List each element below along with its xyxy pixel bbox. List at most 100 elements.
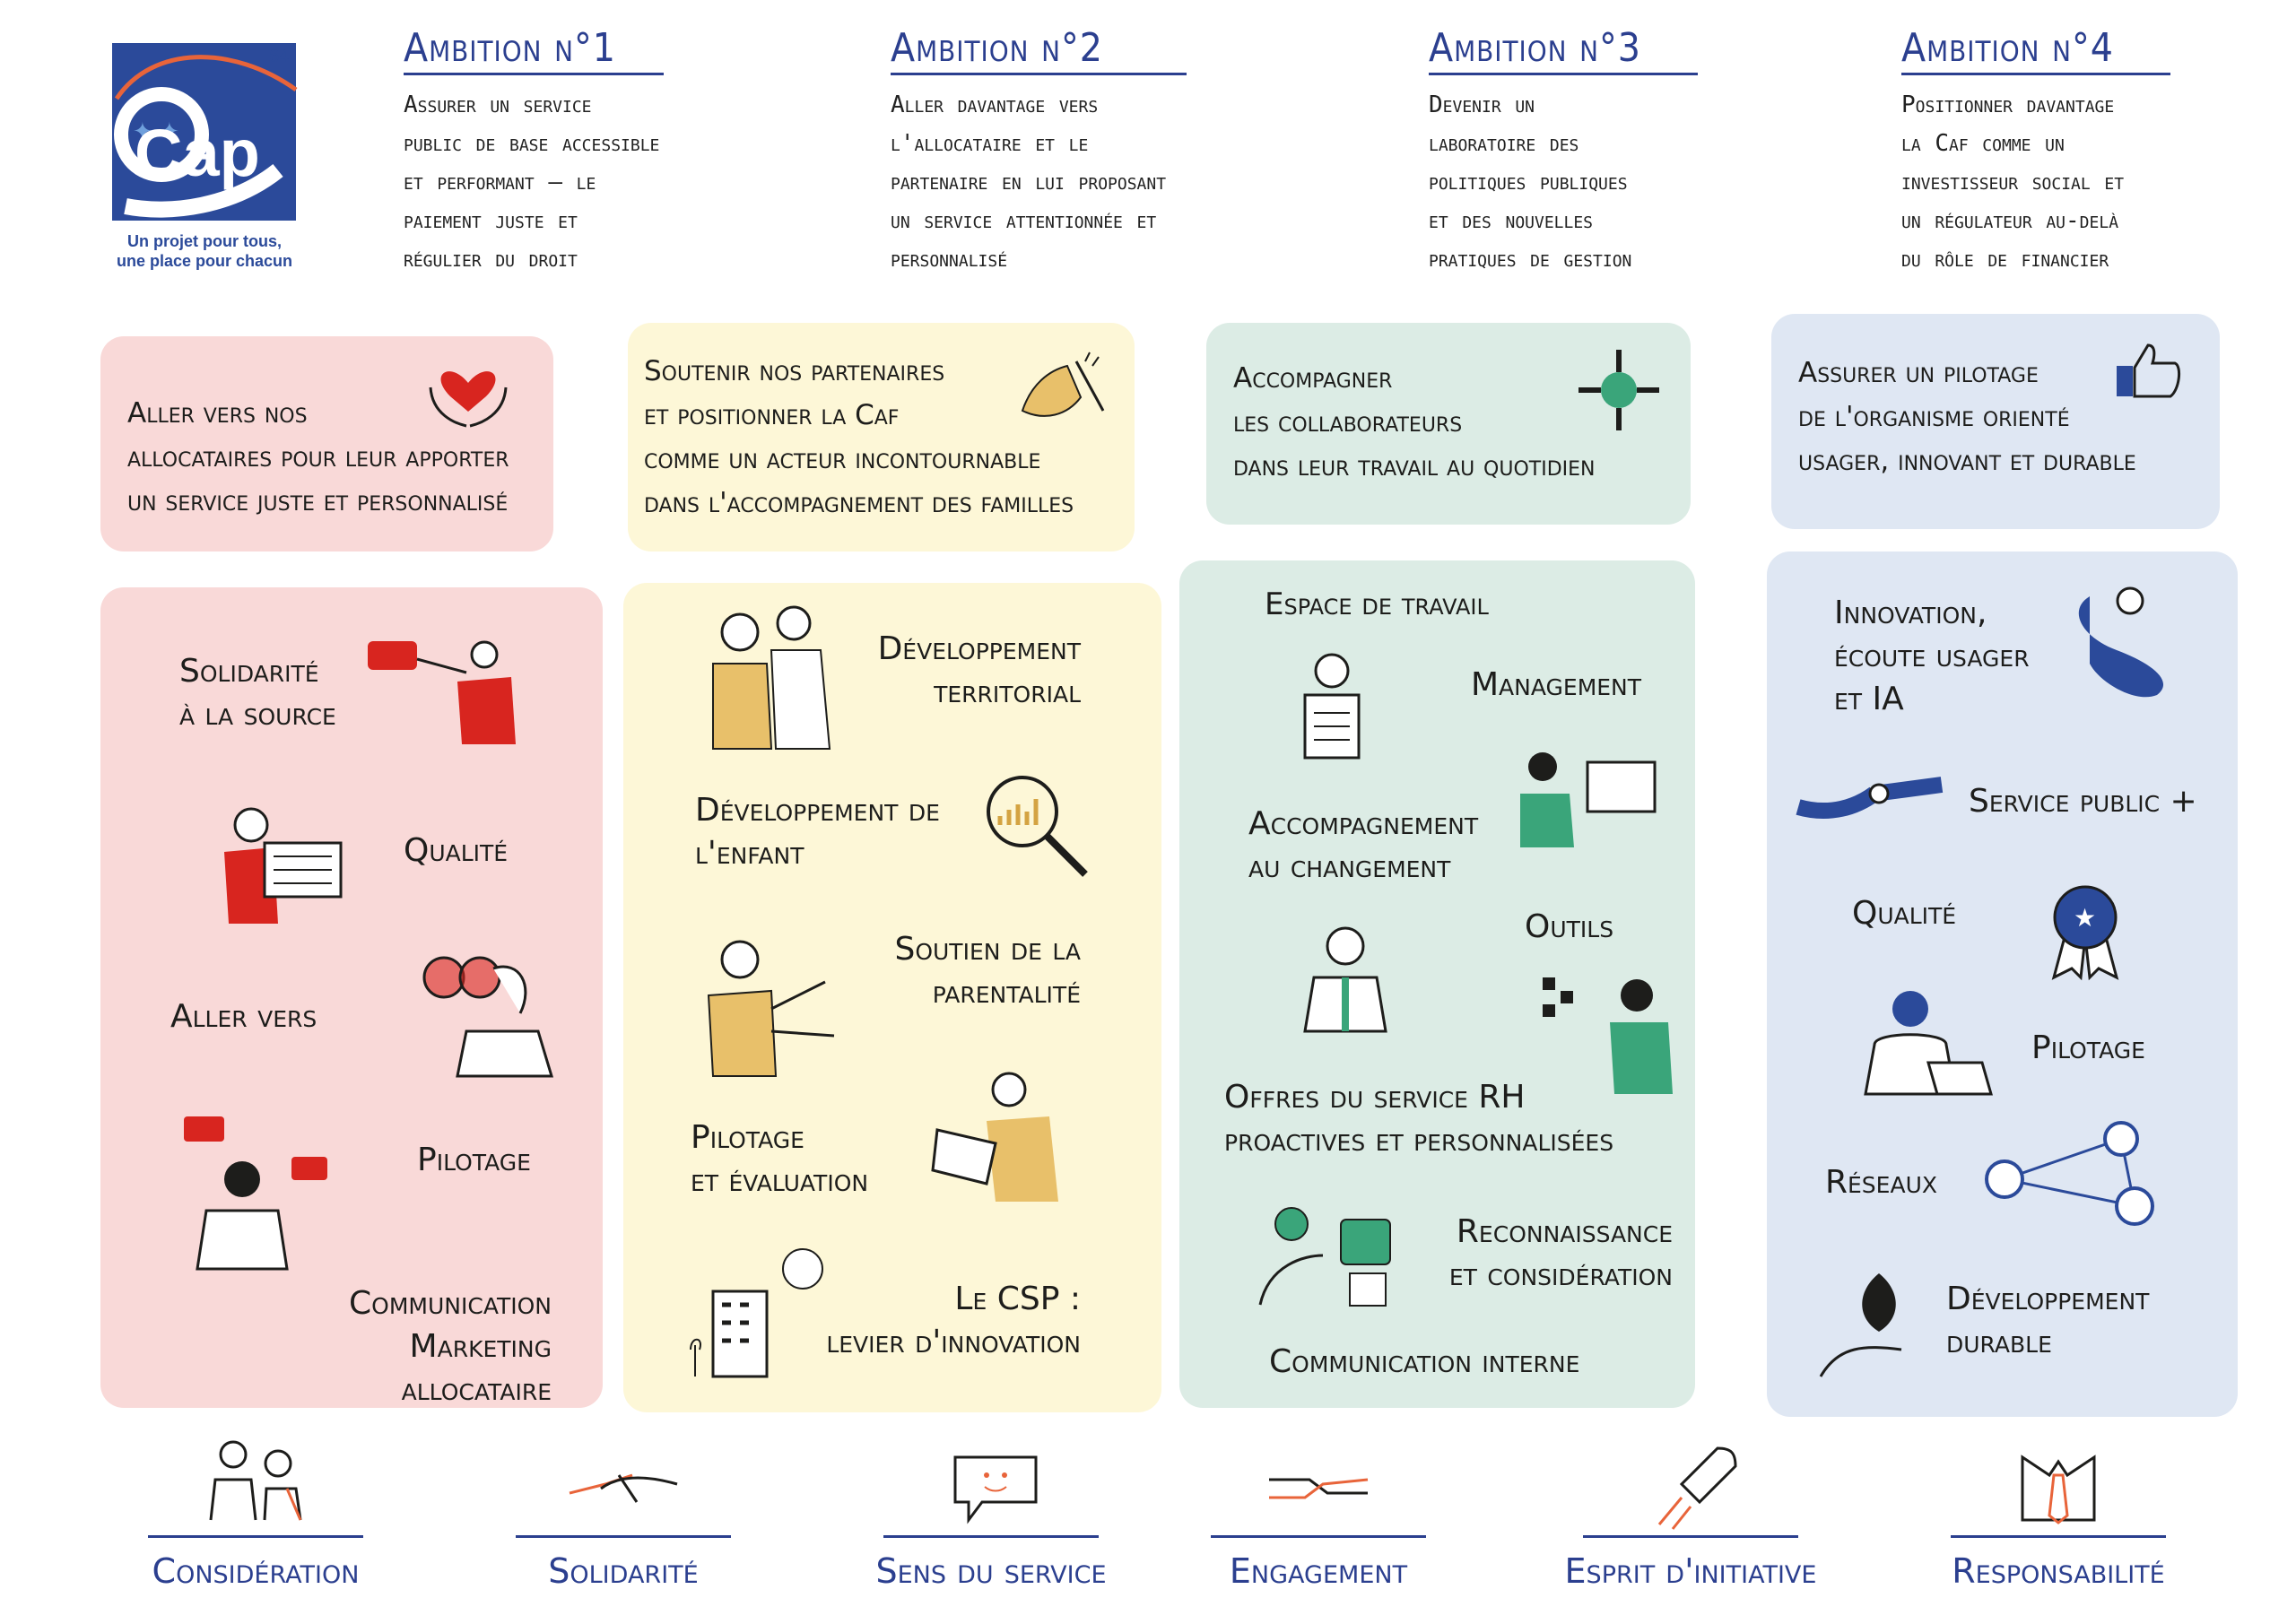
item-offres-rh: Offres du service RH proactives et perso…: [1224, 1076, 1613, 1162]
goal-3-line: Accompagner: [1233, 362, 1393, 395]
item-line: Solidarité: [179, 653, 319, 690]
item-line: Innovation,: [1834, 595, 1987, 631]
ambition-2-line: partenaire en lui proposant: [891, 169, 1167, 195]
rocket-icon: [1657, 1446, 1737, 1530]
item-line: Offres du service RH: [1224, 1079, 1526, 1116]
item-qualite-4: Qualité: [1852, 895, 1957, 932]
item-line: territorial: [934, 673, 1081, 710]
value-line-2: [516, 1535, 731, 1538]
desk-woman-icon: [1303, 653, 1361, 760]
medal-icon: ★: [2051, 885, 2119, 981]
ambition-3-text: Devenir un laboratoire des politiques pu…: [1429, 86, 1698, 279]
item-solidarite-source: Solidarité à la source: [179, 650, 336, 736]
goal-1-text: Aller vers nos allocataires pour leur ap…: [127, 392, 509, 524]
value-consideration: Considération: [152, 1551, 360, 1591]
value-solidarite: Solidarité: [548, 1551, 699, 1591]
ambition-1-title: Ambition n°1: [404, 25, 664, 75]
ambition-4-line: un régulateur au-delà: [1901, 207, 2119, 234]
meeting-man-icon: [1303, 926, 1387, 1033]
logo-number: 64: [269, 47, 290, 66]
item-espace-travail: Espace de travail: [1265, 586, 1489, 622]
item-line: Soutien de la: [894, 931, 1081, 968]
ambition-1-line: régulier du droit: [404, 246, 578, 273]
communication-person-icon: [184, 1116, 327, 1271]
ambition-1-text: Assurer un service public de base access…: [404, 86, 664, 279]
item-accompagnement-changement: Accompagnement au changement: [1248, 803, 1478, 889]
magnifier-chart-icon: [987, 776, 1088, 877]
ambition-2-text: Aller davantage vers l'allocataire et le…: [891, 86, 1187, 279]
thumbs-up-icon: [2117, 343, 2181, 398]
leaf-hand-icon: [1819, 1273, 1902, 1377]
goal-3-text: Accompagner les collaborateurs dans leur…: [1233, 357, 1596, 489]
item-communication-interne: Communication interne: [1269, 1343, 1580, 1380]
item-aller-vers: Aller vers: [170, 998, 317, 1035]
building-icon: [690, 1248, 823, 1378]
logo-tagline-1: Un projet pour tous,: [127, 232, 282, 250]
value-line-5: [1583, 1535, 1798, 1538]
logo-tagline-2: une place pour chacun: [116, 252, 293, 270]
ambition-1-line: et performant – le: [404, 169, 596, 195]
item-line: levier d'innovation: [826, 1324, 1081, 1360]
goal-4-text: Assurer un pilotage de l'organisme orien…: [1798, 352, 2136, 483]
ambition-4-line: Positionner davantage: [1901, 91, 2115, 118]
item-outils: Outils: [1525, 908, 1614, 945]
item-line: Accompagnement: [1248, 805, 1479, 842]
ambition-2-title: Ambition n°2: [891, 25, 1187, 75]
item-line: Développement: [877, 630, 1081, 667]
ambition-3-title: Ambition n°3: [1429, 25, 1698, 75]
goal-2-text: Soutenir nos partenaires et positionner …: [644, 350, 1074, 525]
ambition-4: Ambition n°4 Positionner davantage la Ca…: [1901, 25, 2170, 279]
innovation-figure-icon: [2078, 586, 2164, 698]
logo-tagline: Un projet pour tous, une place pour chac…: [97, 231, 312, 271]
goal-2-line: dans l'accompagnement des familles: [644, 487, 1074, 519]
ambition-2-line: personnalisé: [891, 246, 1008, 273]
woman-laptop-icon: [1864, 991, 1993, 1096]
goal-box-4: Assurer un pilotage de l'organisme orien…: [1771, 314, 2220, 529]
recognition-icon: [1258, 1207, 1391, 1307]
item-pilotage-evaluation: Pilotage et évaluation: [691, 1116, 868, 1203]
ambition-3-line: laboratoire des: [1429, 130, 1579, 157]
item-csp: Le CSP : levier d'innovation: [807, 1278, 1081, 1364]
network-icon: [1985, 1121, 2154, 1226]
goal-4-line: usager, innovant et durable: [1798, 445, 2136, 477]
goal-2-line: comme un acteur incontournable: [644, 443, 1041, 475]
value-line-1: [148, 1535, 363, 1538]
handshake-service-icon: [1796, 777, 1944, 820]
goal-box-2: Soutenir nos partenaires et positionner …: [628, 323, 1135, 551]
ambition-3-line: et des nouvelles: [1429, 207, 1594, 234]
reading-person-icon: [224, 807, 343, 924]
value-responsabilite: Responsabilité: [1952, 1551, 2165, 1591]
ambition-4-title: Ambition n°4: [1901, 25, 2170, 75]
ambition-3-line: politiques publiques: [1429, 169, 1628, 195]
handshake-icon: [1269, 1478, 1369, 1499]
tie-collar-icon: [2021, 1455, 2096, 1524]
item-line: Reconnaissance: [1456, 1213, 1673, 1250]
ambition-4-line: investisseur social et: [1901, 169, 2125, 195]
ambition-4-line: la Caf comme un: [1901, 130, 2065, 157]
ambition-1-line: Assurer un service: [404, 91, 592, 118]
item-reconnaissance: Reconnaissance et considération: [1408, 1211, 1673, 1297]
item-pilotage-4: Pilotage: [2031, 1029, 2145, 1066]
binoculars-person-icon: [422, 956, 554, 1078]
item-line: au changement: [1248, 848, 1451, 885]
value-engagement: Engagement: [1229, 1551, 1408, 1591]
item-developpement-durable: Développement durable: [1946, 1278, 2149, 1364]
goal-4-line: de l'organisme orienté: [1798, 401, 2070, 433]
ambition-4-text: Positionner davantage la Caf comme un in…: [1901, 86, 2170, 279]
goal-2-line: Soutenir nos partenaires: [644, 355, 945, 387]
item-communication-marketing: Communication Marketing allocataire: [251, 1282, 552, 1411]
logo-swoosh-icon: ✦ ✦: [114, 55, 298, 218]
ambition-2-line: un service attentionnée et: [891, 207, 1157, 234]
item-line: Développement de: [695, 792, 940, 829]
ambition-3-line: Devenir un: [1429, 91, 1535, 118]
item-line: et considération: [1448, 1256, 1673, 1293]
giving-person-icon: [368, 640, 516, 744]
consideration-icon: [209, 1440, 302, 1521]
heart-hands-icon: [429, 371, 508, 428]
ambition-2-line: Aller davantage vers: [891, 91, 1099, 118]
item-innovation: Innovation, écoute usager et IA: [1834, 592, 2030, 721]
parent-gesture-icon: [707, 940, 835, 1077]
ambition-1-line: public de base accessible: [404, 130, 660, 157]
item-dev-enfant: Développement de l'enfant: [695, 789, 940, 875]
computer-worker-icon: [1520, 752, 1657, 847]
